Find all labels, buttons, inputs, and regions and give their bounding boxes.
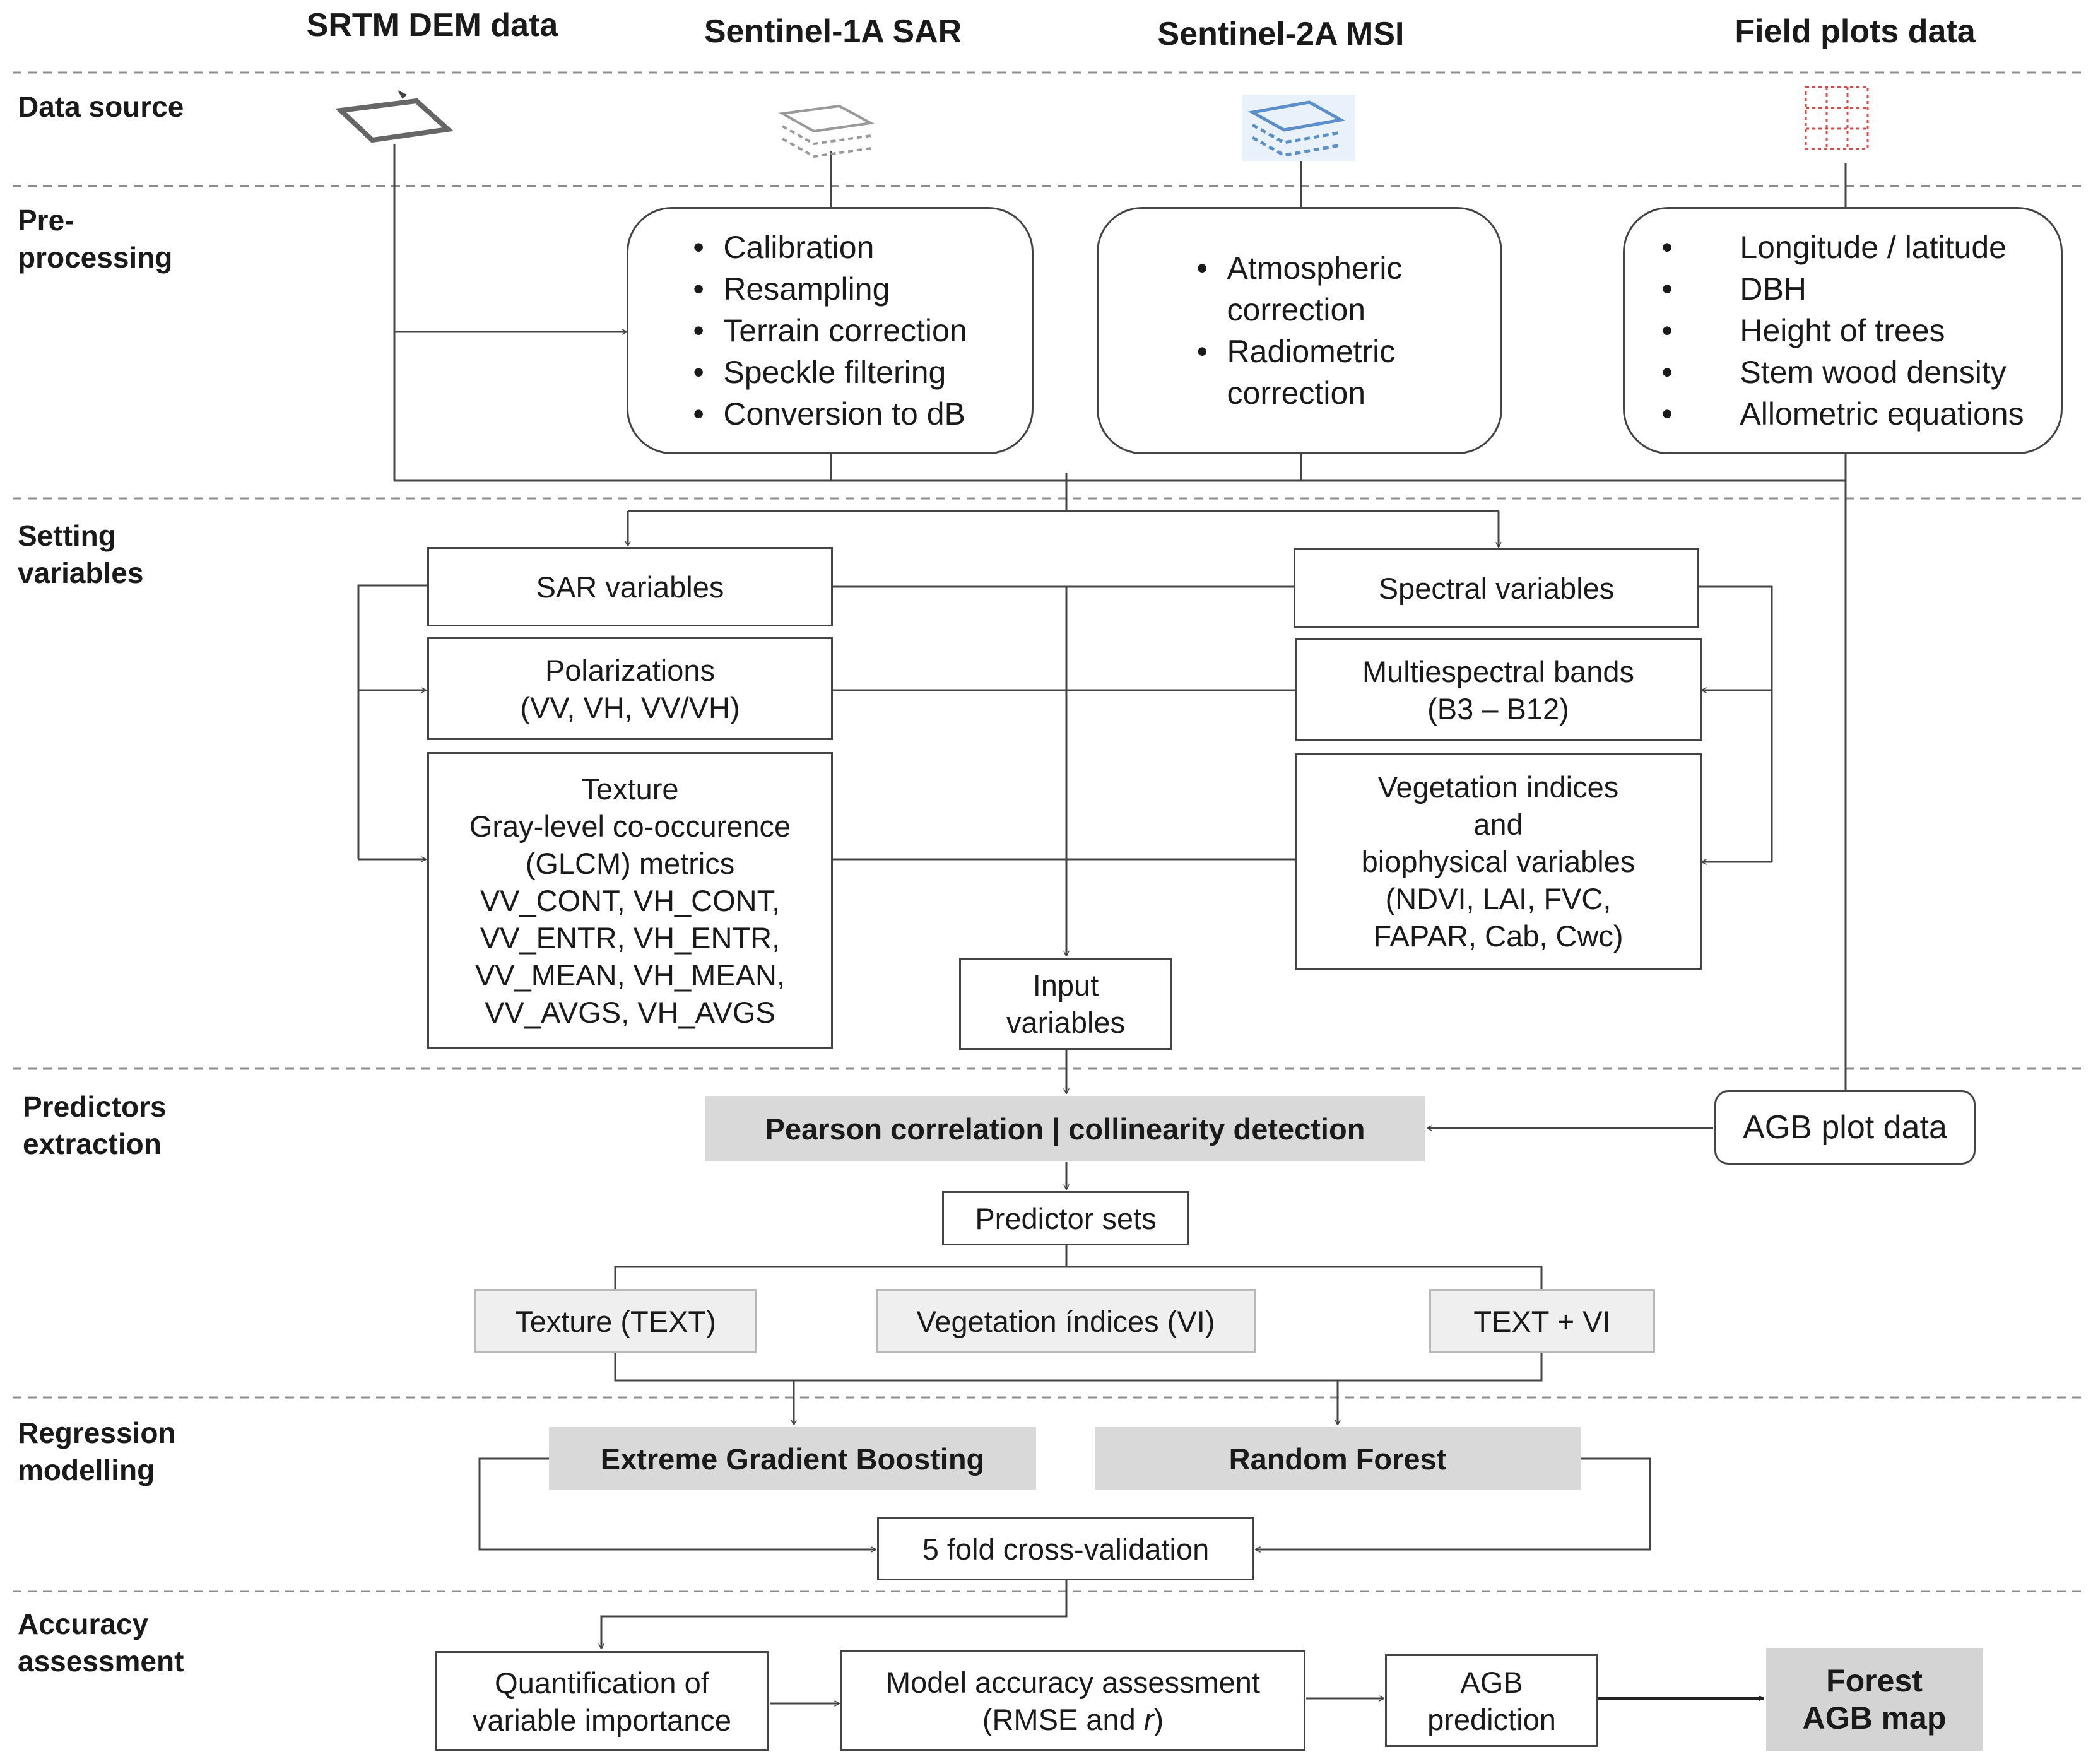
- variable-importance-box: Quantification of variable importance: [435, 1651, 769, 1751]
- predictor-sets-label: Predictor sets: [975, 1201, 1157, 1235]
- list-item: Conversion to dB: [693, 393, 967, 435]
- spectral-variables-label: Spectral variables: [1378, 571, 1615, 605]
- section-data-source: Data source: [18, 90, 184, 123]
- list-item: Allometric equations: [1661, 393, 2024, 435]
- forest-agb-map-box: Forest AGB map: [1766, 1648, 1983, 1751]
- texture-label: Texture Gray-level co-occurence (GLCM) m…: [469, 772, 791, 1029]
- texture-box: Texture Gray-level co-occurence (GLCM) m…: [427, 752, 833, 1049]
- texture-set-label: Texture (TEXT): [515, 1304, 716, 1338]
- agb-plot-data-label: AGB plot data: [1743, 1108, 1947, 1146]
- xgb-to-cv: [478, 1457, 876, 1549]
- sar-variables-box: SAR variables: [427, 547, 833, 626]
- header-srtm: SRTM DEM data: [306, 7, 558, 44]
- polarizations-label: Polarizations (VV, VH, VV/VH): [520, 653, 740, 724]
- msi-preprocessing-list: Atmospheric correction Radiometric corre…: [1197, 247, 1403, 414]
- agb-prediction-label: AGB prediction: [1427, 1665, 1556, 1736]
- rf-to-cv: [1256, 1457, 1651, 1549]
- list-item: Stem wood density: [1661, 351, 2024, 393]
- model-accuracy-r: r: [1143, 1702, 1154, 1736]
- spectral-bracket: [1699, 585, 1773, 862]
- dem-layer-icon: [335, 90, 454, 143]
- list-item: Atmospheric correction: [1197, 247, 1403, 331]
- vi-set-box: Vegetation índices (VI): [876, 1289, 1256, 1353]
- field-preprocessing-list: Longitude / latitude DBH Height of trees…: [1661, 226, 2024, 435]
- text-vi-set-label: TEXT + VI: [1473, 1304, 1611, 1338]
- header-sentinel1: Sentinel-1A SAR: [704, 13, 962, 50]
- field-preprocessing-box: Longitude / latitude DBH Height of trees…: [1623, 207, 2063, 454]
- multispectral-bands-box: Multiespectral bands (B3 – B12): [1295, 638, 1702, 741]
- sets-bottom-bracket: [614, 1353, 1543, 1382]
- msi-stack-icon: [1242, 95, 1355, 161]
- section-dividers: [13, 71, 2085, 1592]
- forest-agb-map-label: Forest AGB map: [1802, 1663, 1947, 1736]
- xgb-box: Extreme Gradient Boosting: [549, 1427, 1036, 1490]
- cross-validation-box: 5 fold cross-validation: [877, 1517, 1254, 1580]
- header-sentinel2: Sentinel-2A MSI: [1157, 16, 1405, 52]
- cross-validation-label: 5 fold cross-validation: [922, 1532, 1210, 1566]
- list-item: Calibration: [693, 226, 967, 268]
- sar-variables-label: SAR variables: [536, 570, 724, 604]
- agb-plot-data-box: AGB plot data: [1714, 1090, 1976, 1165]
- sets-bracket: [614, 1266, 1543, 1289]
- spectral-variables-box: Spectral variables: [1294, 548, 1699, 628]
- pearson-correlation-label: Pearson correlation | collinearity detec…: [765, 1112, 1365, 1146]
- vi-set-label: Vegetation índices (VI): [916, 1304, 1215, 1338]
- section-preprocessing: Pre- processing: [18, 204, 173, 274]
- pearson-correlation-box: Pearson correlation | collinearity detec…: [705, 1096, 1425, 1161]
- model-accuracy-box: Model accuracy assessment (RMSE and r): [840, 1650, 1305, 1751]
- sar-preprocessing-list: Calibration Resampling Terrain correctio…: [693, 226, 967, 435]
- list-item: Resampling: [693, 268, 967, 310]
- multispectral-bands-label: Multiespectral bands (B3 – B12): [1362, 654, 1635, 726]
- vegetation-indices-box: Vegetation indices and biophysical varia…: [1295, 753, 1702, 970]
- xgb-label: Extreme Gradient Boosting: [600, 1442, 985, 1476]
- variable-importance-label: Quantification of variable importance: [472, 1666, 732, 1737]
- list-item: Height of trees: [1661, 310, 2024, 351]
- connectors: [357, 144, 1847, 1703]
- section-predictors-extraction: Predictors extraction: [23, 1090, 167, 1160]
- vegetation-indices-label: Vegetation indices and biophysical varia…: [1361, 770, 1635, 953]
- polarizations-box: Polarizations (VV, VH, VV/VH): [427, 637, 833, 740]
- list-item: Terrain correction: [693, 310, 967, 351]
- list-item: Longitude / latitude: [1661, 226, 2024, 268]
- sar-bracket: [357, 584, 427, 859]
- predictor-sets-box: Predictor sets: [942, 1191, 1189, 1245]
- texture-set-box: Texture (TEXT): [474, 1289, 757, 1353]
- sar-stack-icon: [778, 104, 875, 158]
- cv-to-quantification: [601, 1580, 1068, 1649]
- model-accuracy-line2-post: ): [1153, 1702, 1164, 1736]
- agb-prediction-box: AGB prediction: [1385, 1654, 1598, 1747]
- random-forest-label: Random Forest: [1229, 1442, 1447, 1476]
- list-item: Speckle filtering: [693, 351, 967, 393]
- header-field: Field plots data: [1735, 13, 1976, 50]
- input-variables-box: Input variables: [959, 958, 1172, 1050]
- section-regression-modelling: Regression modelling: [18, 1416, 176, 1486]
- section-setting-variables: Setting variables: [18, 519, 144, 589]
- model-accuracy-label: Model accuracy assessment (RMSE and r): [886, 1664, 1260, 1738]
- field-plot-grid-icon: [1805, 86, 1869, 150]
- list-item: Radiometric correction: [1197, 331, 1403, 414]
- model-accuracy-line2-pre: (RMSE and: [982, 1702, 1144, 1736]
- text-vi-set-box: TEXT + VI: [1429, 1289, 1655, 1353]
- input-variables-label: Input variables: [1006, 968, 1126, 1039]
- msi-preprocessing-box: Atmospheric correction Radiometric corre…: [1097, 207, 1502, 454]
- list-item: DBH: [1661, 268, 2024, 310]
- sar-preprocessing-box: Calibration Resampling Terrain correctio…: [627, 207, 1034, 454]
- random-forest-box: Random Forest: [1095, 1427, 1581, 1490]
- section-accuracy-assessment: Accuracy assessment: [18, 1608, 184, 1678]
- model-accuracy-line1: Model accuracy assessment: [886, 1665, 1260, 1699]
